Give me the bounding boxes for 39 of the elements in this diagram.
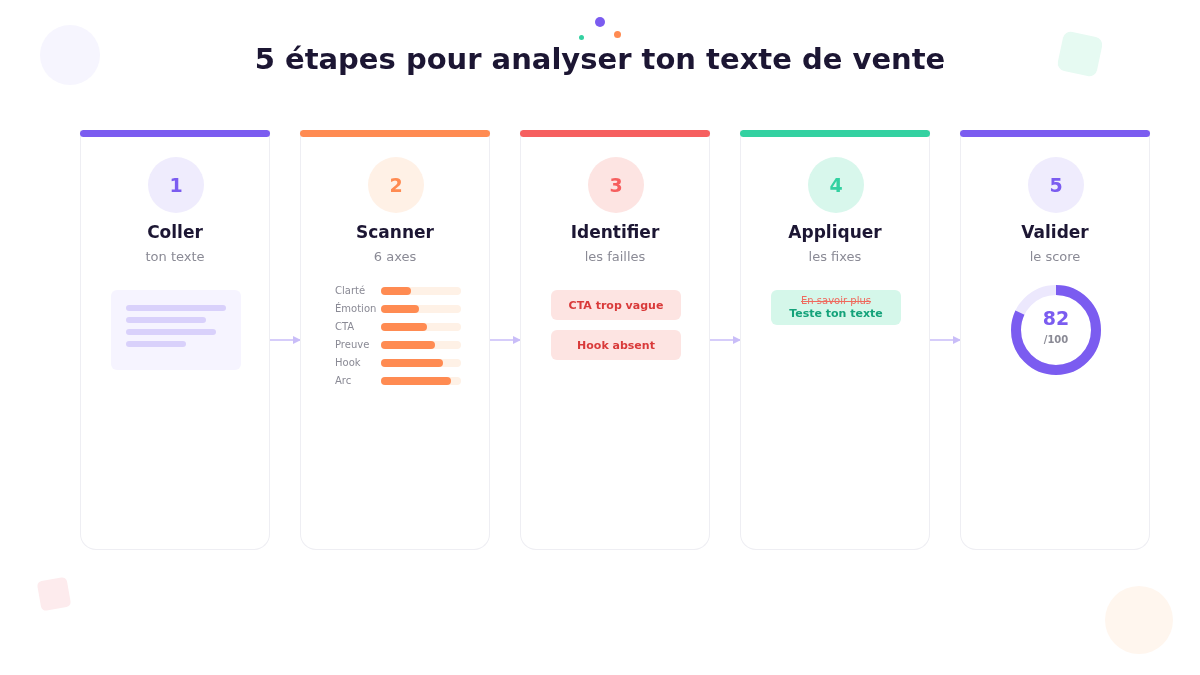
- arrow: [929, 336, 961, 344]
- step-number: 4: [808, 157, 864, 213]
- issue-tag: CTA trop vague: [551, 290, 681, 320]
- new-text: Teste ton texte: [789, 307, 883, 320]
- step-card: [300, 130, 490, 550]
- score-value: 82: [1042, 307, 1070, 329]
- step-number: 3: [588, 157, 644, 213]
- fix-tag: [771, 290, 901, 325]
- step-title: Appliquer: [788, 222, 882, 242]
- diagram-title: 5 étapes pour analyser ton texte de vente: [254, 42, 946, 76]
- step-title: Coller: [147, 222, 203, 242]
- axis-label: Émotion: [335, 303, 377, 315]
- score-max: /100: [1043, 334, 1069, 345]
- step-subtitle: les fixes: [808, 249, 862, 264]
- step-title: Scanner: [356, 222, 434, 242]
- step-card: [80, 130, 270, 550]
- issue-tag: Hook absent: [551, 330, 681, 360]
- step-subtitle: les failles: [584, 249, 646, 264]
- axis-label: Hook: [335, 357, 361, 369]
- step-card: [740, 130, 930, 550]
- score-gauge: [1009, 283, 1103, 377]
- axis-label: Preuve: [335, 339, 370, 351]
- step-subtitle: 6 axes: [373, 249, 417, 264]
- step-subtitle: ton texte: [145, 249, 205, 264]
- axis-label: Clarté: [335, 285, 366, 297]
- axis-label: CTA: [335, 321, 355, 333]
- step-number: 2: [368, 157, 424, 213]
- step-number: 5: [1028, 157, 1084, 213]
- step-card: [960, 130, 1150, 550]
- step-subtitle: le score: [1029, 249, 1081, 264]
- arrow: [489, 336, 521, 344]
- step-title: Valider: [1021, 222, 1089, 242]
- arrow: [269, 336, 301, 344]
- step-title: Identifier: [570, 222, 660, 242]
- arrow: [709, 336, 741, 344]
- old-text: En savoir plus: [801, 295, 871, 306]
- axis-label: Arc: [335, 375, 352, 387]
- step-number: 1: [148, 157, 204, 213]
- step-card: [520, 130, 710, 550]
